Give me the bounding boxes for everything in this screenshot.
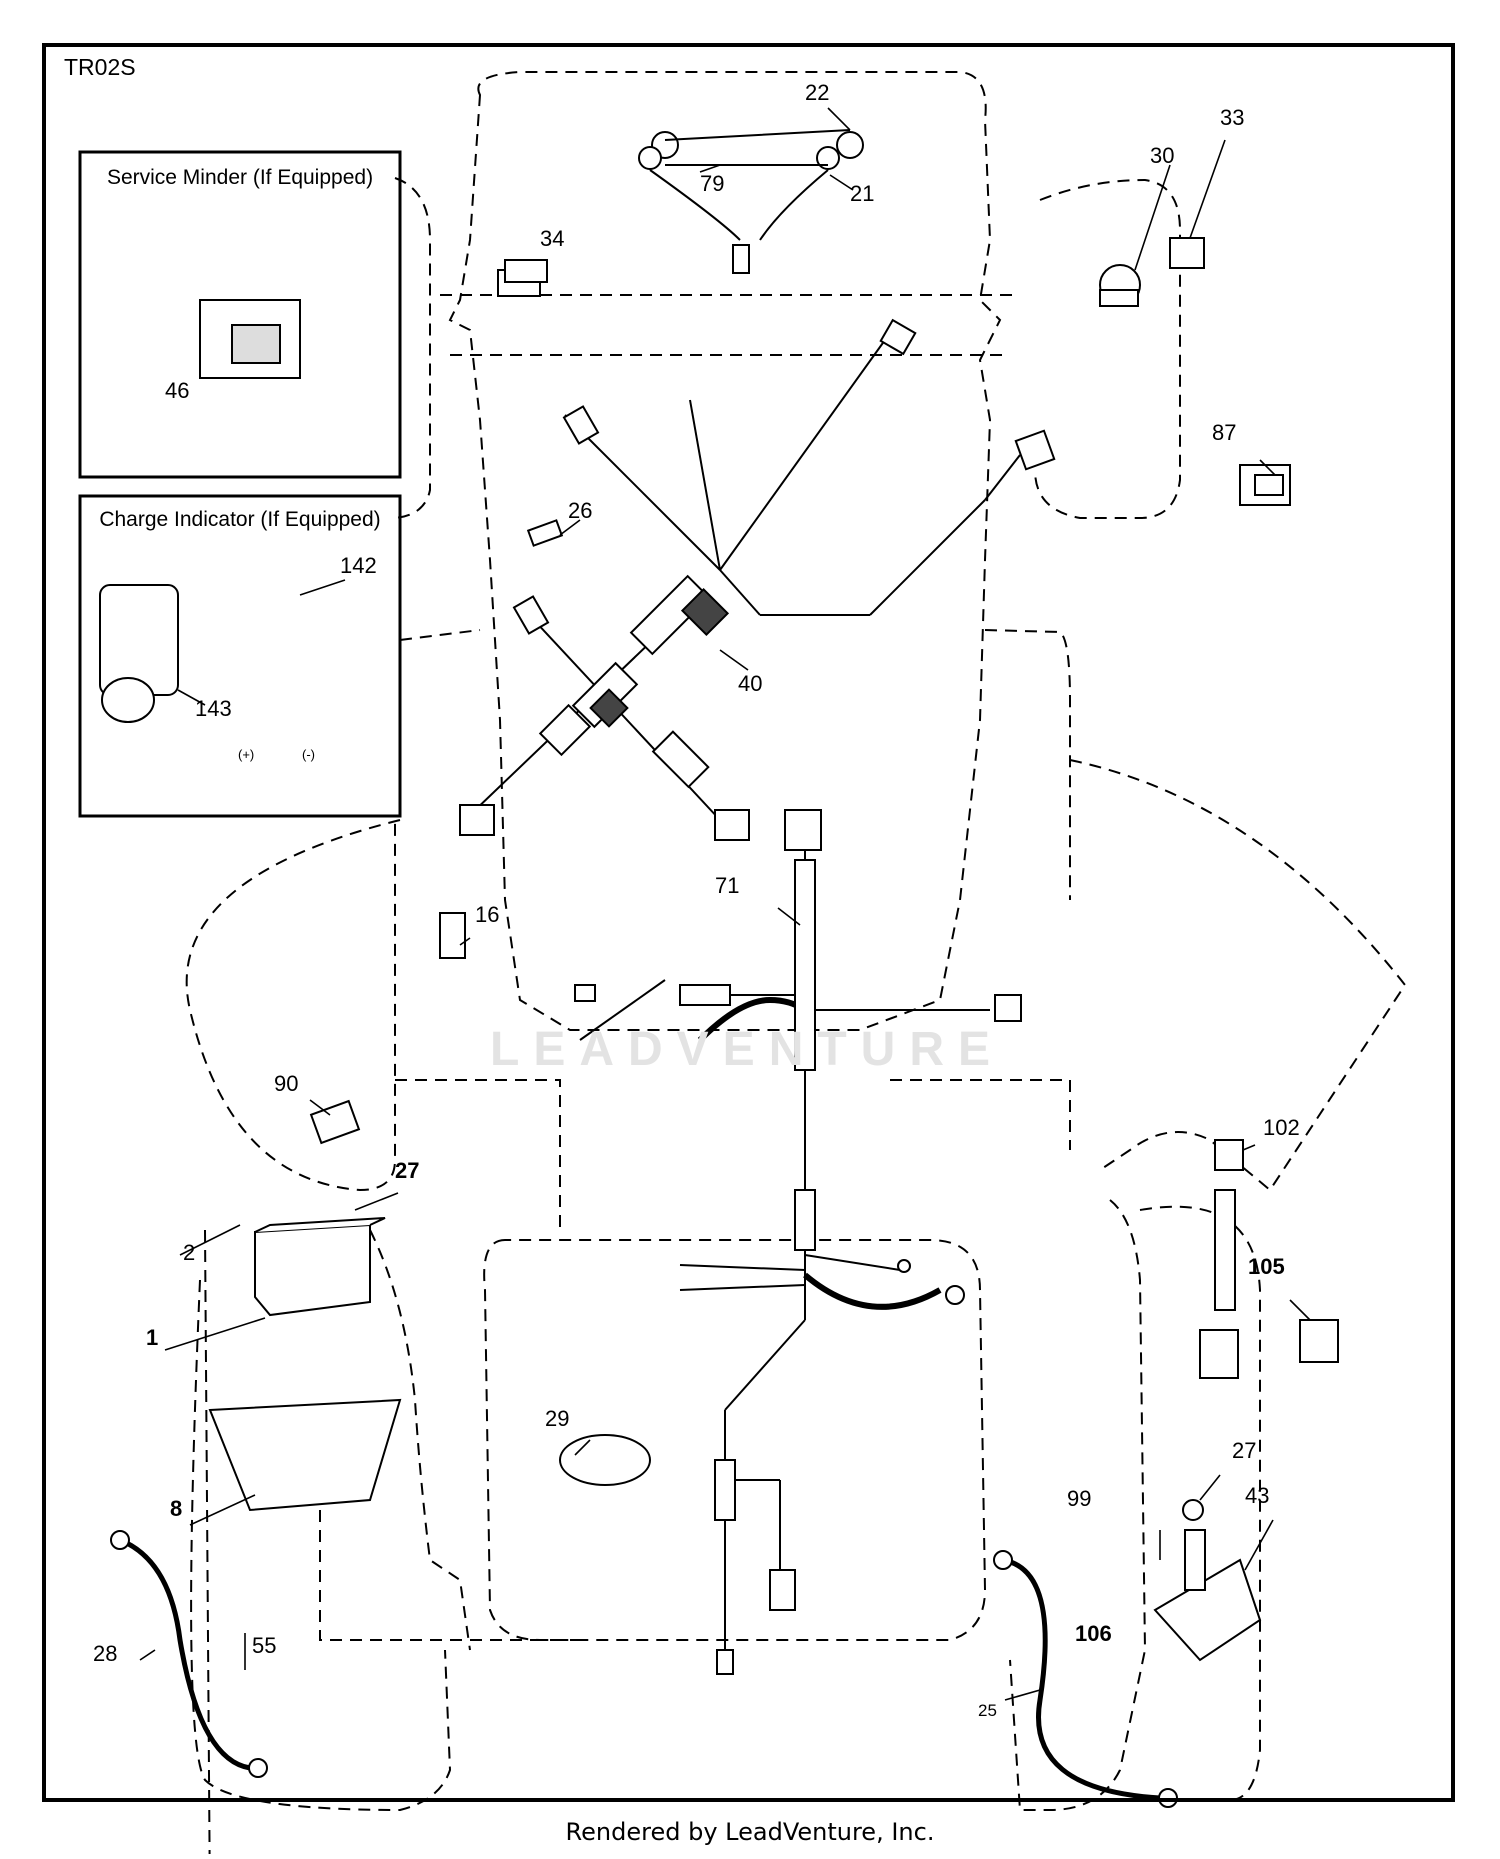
- diagram-frame: [42, 43, 1455, 1802]
- part-8: 8: [170, 1496, 183, 1521]
- component-shapes: [99, 237, 1339, 1662]
- part-2: 2: [183, 1240, 196, 1265]
- part-71: 71: [715, 873, 740, 898]
- part-87: 87: [1212, 420, 1237, 445]
- service-minder-box: [78, 150, 402, 479]
- battery-cables: [119, 1537, 1161, 1801]
- part-1: 1: [146, 1325, 159, 1350]
- part-46: 46: [165, 378, 190, 403]
- footer-credit: Rendered by LeadVenture, Inc.: [565, 1818, 935, 1846]
- part-143: 143: [195, 696, 232, 721]
- part-55: 55: [252, 1633, 277, 1658]
- headlight-assembly: [638, 129, 864, 274]
- chassis-outline: [185, 71, 1407, 1859]
- part-40: 40: [738, 671, 763, 696]
- part-26: 26: [568, 498, 593, 523]
- part-99: 99: [1067, 1486, 1092, 1511]
- part-22: 22: [805, 80, 830, 105]
- part-16: 16: [475, 902, 500, 927]
- watermark: LEADVENTURE: [490, 1023, 1005, 1076]
- part-27-bottom: 27: [1232, 1438, 1257, 1463]
- part-90: 90: [274, 1071, 299, 1096]
- part-30: 30: [1150, 143, 1175, 168]
- part-79: 79: [700, 171, 725, 196]
- part-102: 102: [1263, 1115, 1300, 1140]
- part-29: 29: [545, 1406, 570, 1431]
- harness-sleeves: [538, 574, 816, 1521]
- terminal-plus-label: (+): [238, 747, 255, 762]
- diagram-id: TR02S: [64, 54, 136, 80]
- connectors: [459, 318, 1244, 1675]
- part-34: 34: [540, 226, 565, 251]
- leader-lines: [139, 107, 1311, 1701]
- terminal-minus-label: (-): [302, 747, 315, 762]
- part-142: 142: [340, 553, 377, 578]
- part-33: 33: [1220, 105, 1245, 130]
- part-28: 28: [93, 1641, 118, 1666]
- charge-indicator-title: Charge Indicator (If Equipped): [99, 508, 381, 531]
- part-21: 21: [850, 181, 875, 206]
- part-106: 106: [1075, 1621, 1112, 1646]
- charge-indicator-box: [78, 494, 402, 818]
- part-27-top: 27: [395, 1158, 420, 1183]
- part-105: 105: [1248, 1254, 1285, 1279]
- service-minder-title: Service Minder (If Equipped): [106, 166, 374, 189]
- part-43: 43: [1245, 1483, 1270, 1508]
- part-25: 25: [978, 1701, 997, 1720]
